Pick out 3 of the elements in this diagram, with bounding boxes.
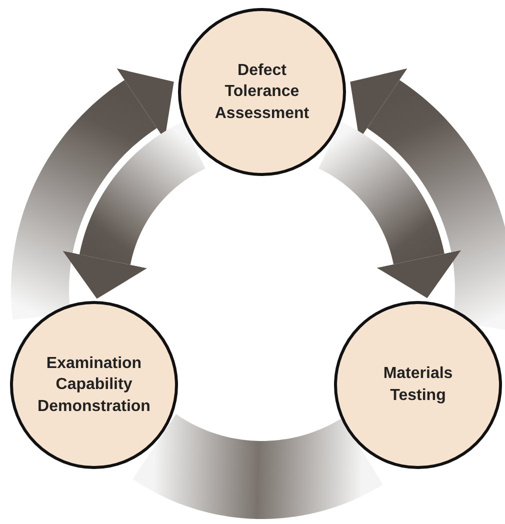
node-label: Materials Testing (382, 364, 454, 406)
node-label: Examination Capability Demonstration (36, 354, 152, 417)
node-label: Defect Tolerance Assessment (214, 60, 310, 124)
